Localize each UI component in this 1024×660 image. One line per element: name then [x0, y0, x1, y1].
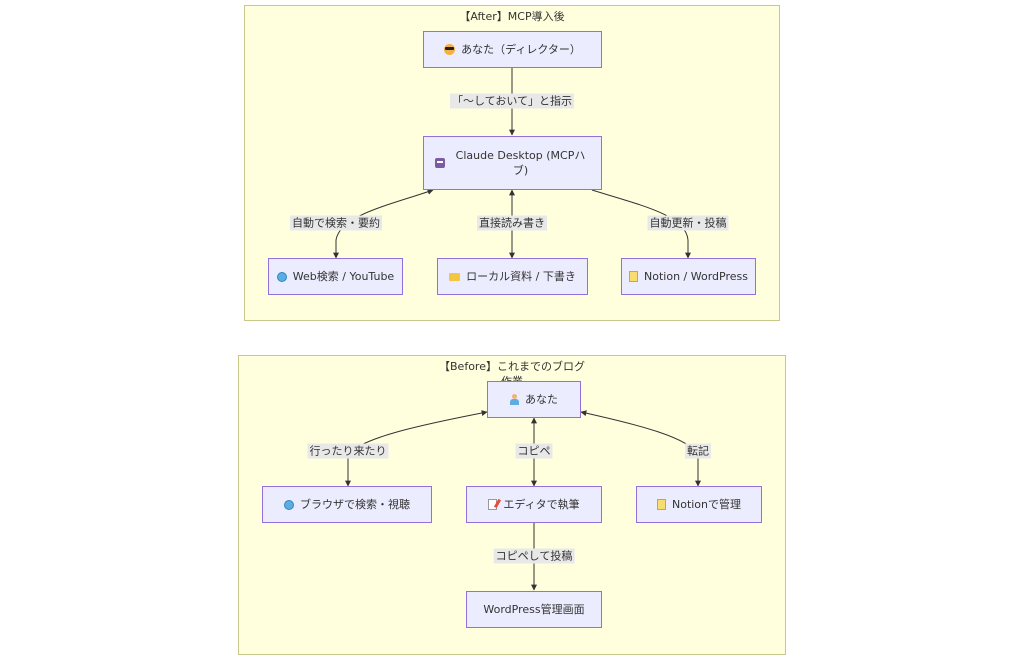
globe-icon	[284, 499, 294, 510]
after-node-web: Web検索 / YouTube	[268, 258, 403, 295]
memo-pad-icon	[656, 499, 666, 510]
edge-claude-web	[333, 188, 434, 259]
after-node-local: ローカル資料 / 下書き	[437, 258, 588, 295]
edge-label-back-forth: 行ったり来たり	[307, 443, 389, 459]
sunglasses-face-icon	[444, 44, 456, 55]
edge-label-transcribe: 転記	[685, 443, 711, 459]
edge-label-auto-update: 自動更新・投稿	[647, 215, 729, 231]
before-node-editor: エディタで執筆	[466, 486, 602, 523]
after-node-claude: Claude Desktop (MCPハブ)	[423, 136, 602, 190]
robot-icon	[434, 158, 445, 168]
after-node-you: あなた（ディレクター）	[423, 31, 602, 68]
before-node-wp: WordPress管理画面	[466, 591, 602, 628]
before-node-notion: Notionで管理	[636, 486, 762, 523]
edge-you-notion	[580, 410, 701, 487]
before-node-you: あなた	[487, 381, 581, 418]
globe-icon	[276, 271, 287, 282]
before-node-browser: ブラウザで検索・視聴	[262, 486, 432, 523]
edge-label-instruct: 「〜しておいて」と指示	[449, 93, 575, 109]
memo-icon	[488, 499, 498, 510]
edge-label-auto-search: 自動で検索・要約	[290, 215, 382, 231]
edge-claude-notion	[591, 189, 691, 259]
memo-pad-icon	[629, 271, 639, 282]
edge-label-copy-paste: コピペ	[515, 443, 553, 459]
edge-label-direct-rw: 直接読み書き	[477, 215, 547, 231]
folder-icon	[449, 272, 461, 281]
after-node-notion: Notion / WordPress	[621, 258, 756, 295]
edge-label-copy-post: コピペして投稿	[493, 548, 575, 564]
person-icon	[510, 394, 519, 405]
after-cluster-title: 【After】MCP導入後	[459, 10, 565, 23]
